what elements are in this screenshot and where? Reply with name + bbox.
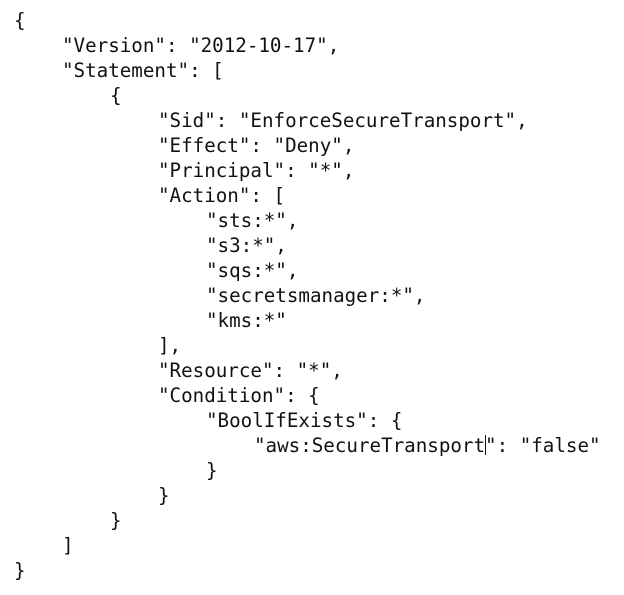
code-text-before-cursor: "aws:SecureTransport: [254, 434, 486, 457]
code-line: "secretsmanager:*",: [206, 284, 426, 307]
code-line: {: [110, 84, 122, 107]
code-line: "sqs:*",: [206, 259, 299, 282]
code-line: ],: [158, 334, 182, 357]
text-cursor: [484, 435, 486, 455]
code-line: "Statement": [: [62, 59, 224, 82]
code-line: {: [14, 9, 26, 32]
code-text-after-cursor: ": "false": [485, 434, 601, 457]
code-line: }: [206, 459, 218, 482]
code-line: "Effect": "Deny",: [158, 134, 355, 157]
code-line: "Version": "2012-10-17",: [62, 34, 340, 57]
code-line: "Principal": "*",: [158, 159, 355, 182]
code-line: }: [110, 509, 122, 532]
code-line: "kms:*": [206, 309, 287, 332]
code-line: ]: [62, 534, 74, 557]
code-line: "Condition": {: [158, 384, 320, 407]
code-line: }: [158, 484, 170, 507]
code-line: "s3:*",: [206, 234, 287, 257]
code-line: "Action": [: [158, 184, 286, 207]
code-line-with-cursor[interactable]: "aws:SecureTransport": "false": [14, 433, 601, 458]
code-editor[interactable]: { "Version": "2012-10-17", "Statement": …: [14, 8, 601, 583]
code-line: "Resource": "*",: [158, 359, 343, 382]
code-line: }: [14, 559, 26, 582]
code-line: "sts:*",: [206, 209, 299, 232]
code-line: "Sid": "EnforceSecureTransport",: [158, 109, 528, 132]
code-line: "BoolIfExists": {: [206, 409, 403, 432]
